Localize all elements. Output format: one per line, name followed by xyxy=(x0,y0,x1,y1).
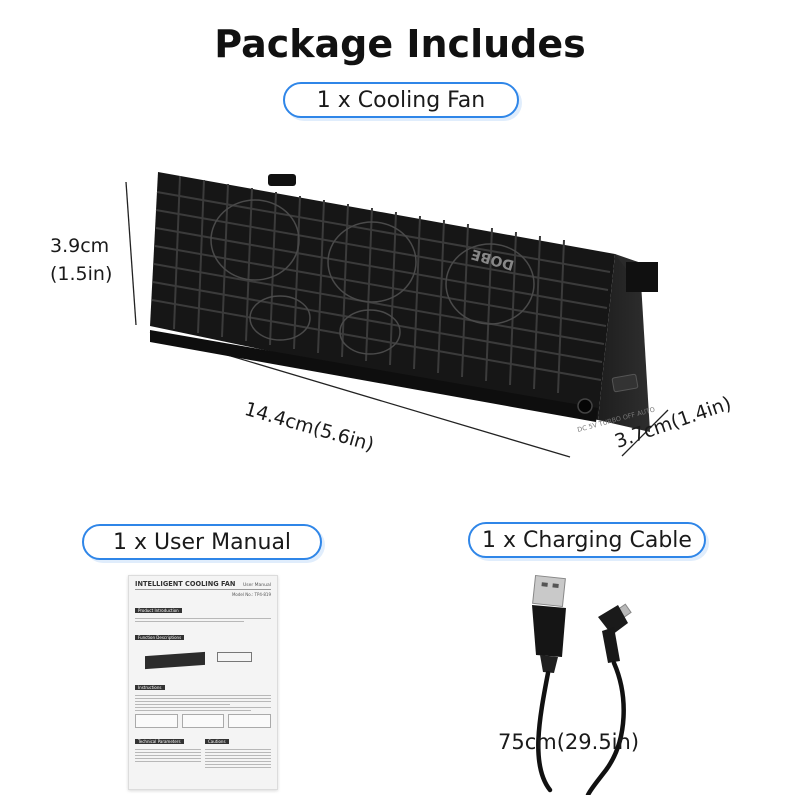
manual-subtitle: User Manual xyxy=(242,583,271,588)
manual-title: INTELLIGENT COOLING FAN xyxy=(135,580,236,588)
item-label-cooling-fan: 1 x Cooling Fan xyxy=(283,82,519,118)
manual-text-lines xyxy=(135,618,271,622)
height-in-label: (1.5in) xyxy=(50,263,113,285)
page-title: Package Includes xyxy=(214,22,586,66)
item-label-charging-cable: 1 x Charging Cable xyxy=(468,522,706,558)
cooling-fan-image: DOBE DC 5V TURBO OFF AUTO xyxy=(125,172,669,458)
charging-cable-image xyxy=(532,574,632,795)
manual-section-heading: Product Introduction xyxy=(135,608,182,613)
height-cm-label: 3.9cm xyxy=(50,235,110,257)
fan-top-knob xyxy=(268,174,296,186)
user-manual-image: INTELLIGENT COOLING FAN User Manual Mode… xyxy=(128,575,278,790)
manual-header: INTELLIGENT COOLING FAN User Manual xyxy=(135,580,271,590)
manual-diagram xyxy=(135,646,271,674)
manual-illustrations xyxy=(135,714,272,728)
manual-text-lines xyxy=(135,695,271,711)
manual-section-heading: Instructions xyxy=(135,685,165,690)
dc-plug-icon xyxy=(598,603,632,663)
dc-port-icon xyxy=(577,398,593,414)
item-label-user-manual: 1 x User Manual xyxy=(82,524,322,560)
fan-front-face: DOBE DC 5V TURBO OFF AUTO xyxy=(150,172,658,434)
manual-section-heading: Technical Parameters xyxy=(135,739,184,744)
usb-plug-icon xyxy=(532,574,566,673)
manual-model: Model No.: TP4-819 xyxy=(231,592,271,597)
mode-switch xyxy=(611,373,639,393)
manual-section-heading: Cautions xyxy=(205,739,229,744)
manual-section-heading: Function Descriptions xyxy=(135,635,185,640)
cable-wire-left xyxy=(536,670,553,793)
manual-columns: Technical Parameters Cautions xyxy=(135,728,271,770)
cable-wire-right xyxy=(585,660,626,795)
cable-length-label: 75cm(29.5in) xyxy=(498,730,640,754)
height-dimension: 3.9cm (1.5in) xyxy=(50,232,112,288)
